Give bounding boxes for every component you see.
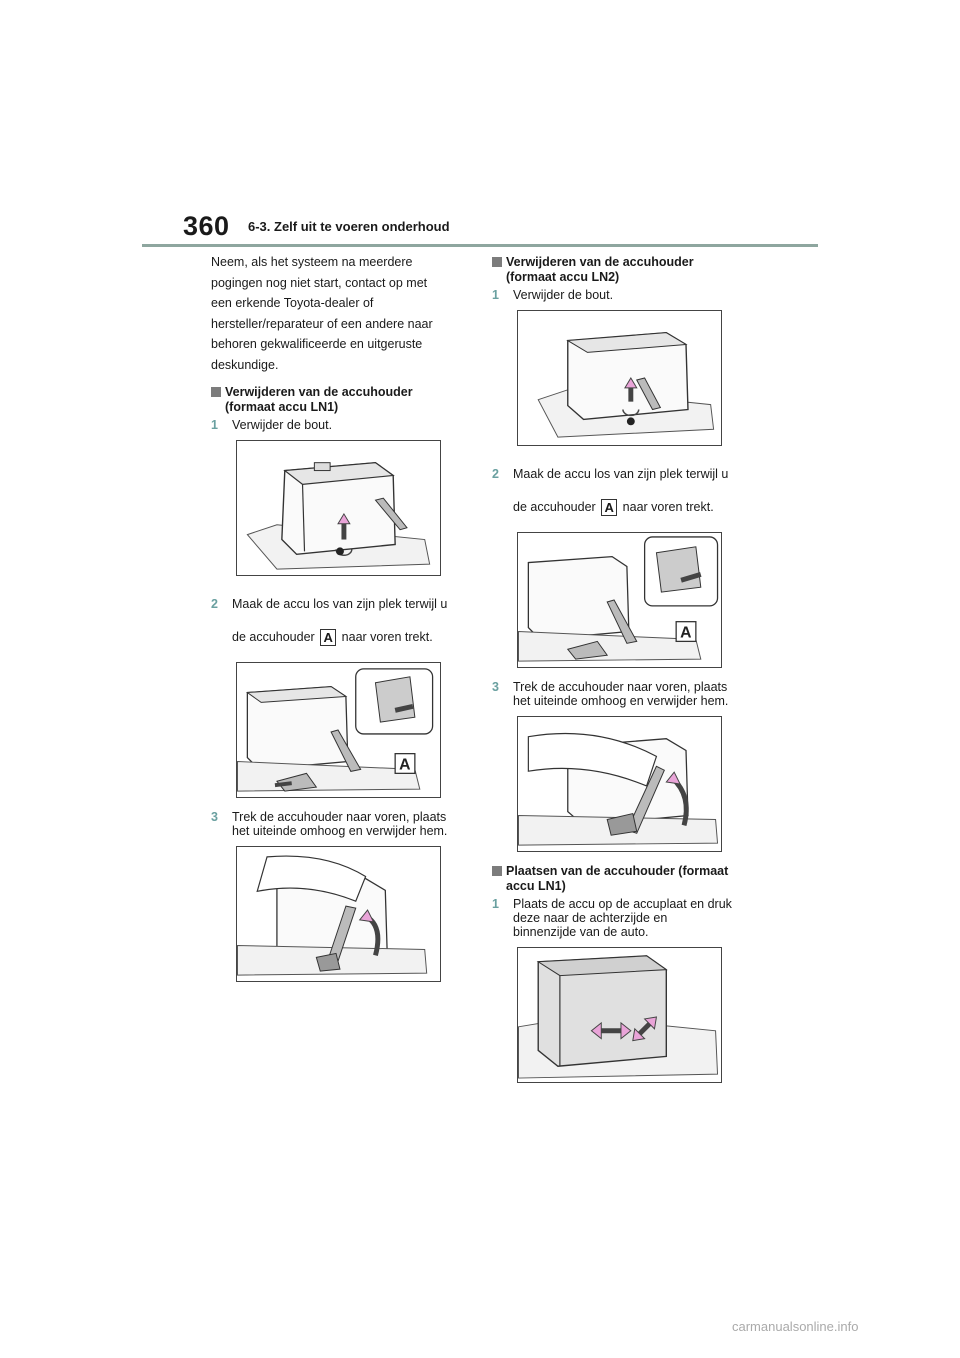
step-3: 3 Trek de accuhouder naar voren, plaats … (492, 680, 732, 708)
heading-text: Verwijderen van de accuhouder (formaat a… (506, 255, 694, 284)
header-rule (142, 244, 818, 247)
figure-remove-bolt-ln2 (517, 310, 722, 446)
step-number: 1 (211, 418, 218, 432)
marker-a: A (320, 629, 337, 647)
square-bullet-icon (492, 866, 502, 876)
marker-a: A (601, 499, 618, 517)
left-column: Neem, als het systeem na meerdere poging… (211, 252, 451, 994)
step-number: 1 (492, 288, 499, 302)
intro-paragraph: Neem, als het systeem na meerdere poging… (211, 255, 433, 372)
step-1: 1 Plaats de accu op de accuplaat en druk… (492, 897, 732, 939)
section-title: 6-3. Zelf uit te voeren onderhoud (248, 219, 450, 234)
figure-pull-holder-ln2: A (517, 532, 722, 668)
step-text: Maak de accu los van zijn plek terwijl u… (513, 467, 729, 514)
step-number: 2 (492, 467, 499, 481)
heading-remove-ln1: Verwijderen van de accuhouder (formaat a… (211, 385, 451, 414)
figure-remove-bolt-ln1 (236, 440, 441, 576)
step-text: Verwijder de bout. (232, 418, 333, 432)
step-text: naar voren trekt. (341, 630, 433, 644)
heading-install-ln1: Plaatsen van de accuhouder (formaat accu… (492, 864, 732, 893)
step-text: Verwijder de bout. (513, 288, 614, 302)
svg-text:A: A (680, 624, 691, 641)
step-text: Trek de accuhouder naar voren, plaats he… (232, 810, 448, 838)
step-number: 3 (211, 810, 218, 824)
figure-lift-holder-ln2 (517, 716, 722, 852)
square-bullet-icon (211, 387, 221, 397)
page-number: 360 (183, 211, 230, 241)
step-1: 1 Verwijder de bout. (211, 418, 451, 432)
step-2: 2 Maak de accu los van zijn plek terwijl… (211, 588, 451, 654)
figure-place-battery-ln1 (517, 947, 722, 1083)
figure-pull-holder-ln1: A (236, 662, 441, 798)
step-text: Trek de accuhouder naar voren, plaats he… (513, 680, 729, 708)
step-2: 2 Maak de accu los van zijn plek terwijl… (492, 458, 732, 524)
heading-text: Plaatsen van de accuhouder (formaat accu… (506, 864, 729, 893)
step-text: Maak de accu los van zijn plek terwijl u… (232, 597, 448, 644)
heading-remove-ln2: Verwijderen van de accuhouder (formaat a… (492, 255, 732, 284)
figure-lift-holder-ln1 (236, 846, 441, 982)
step-text: Plaats de accu op de accuplaat en druk d… (513, 897, 732, 939)
watermark: carmanualsonline.info (732, 1319, 859, 1334)
step-number: 1 (492, 897, 499, 911)
step-number: 3 (492, 680, 499, 694)
step-3: 3 Trek de accuhouder naar voren, plaats … (211, 810, 451, 838)
right-column: Verwijderen van de accuhouder (formaat a… (492, 252, 732, 1095)
heading-text: Verwijderen van de accuhouder (formaat a… (225, 385, 413, 414)
step-number: 2 (211, 597, 218, 611)
step-1: 1 Verwijder de bout. (492, 288, 732, 302)
step-text: naar voren trekt. (622, 500, 714, 514)
square-bullet-icon (492, 257, 502, 267)
svg-text:A: A (399, 756, 410, 773)
